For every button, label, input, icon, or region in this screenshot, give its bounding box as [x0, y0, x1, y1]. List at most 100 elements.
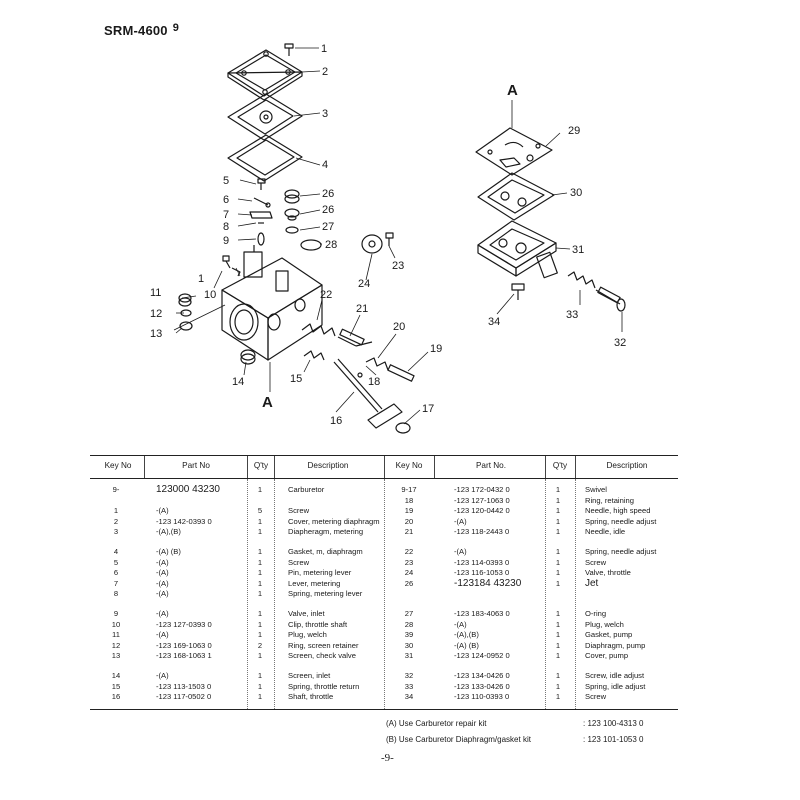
small-screw-part: [257, 43, 294, 190]
callout-6: 6: [223, 194, 229, 206]
cell-p2: -123 110-0393 0: [454, 692, 510, 702]
cell-d1: Carburetor: [288, 485, 325, 494]
cell-p1: -(A),(B): [156, 527, 181, 537]
cell-k2: 33: [404, 681, 414, 691]
cell-k2: 20: [404, 516, 414, 526]
callout-33: 33: [566, 309, 578, 321]
metering-lever-stack: [249, 197, 273, 246]
cell-p1: -123 168-1063 1: [156, 651, 212, 661]
cell-q1: 2: [257, 640, 263, 650]
cell-k1: 6: [113, 568, 119, 578]
cell-q1: 1: [257, 557, 263, 567]
callout-labels: 1 2 3 4 5 6 7 8 9 10 11 12 13 14 15 16 1…: [150, 43, 626, 427]
header-description: Description: [307, 461, 349, 470]
note-code: : 123 101-1053 0: [583, 735, 644, 744]
cell-d1: Pin, metering lever: [288, 568, 352, 578]
kit-label-a: A: [507, 82, 518, 99]
cell-q2: 1: [555, 692, 561, 702]
cell-d1: Screw: [288, 557, 310, 567]
cell-q1: 1: [257, 527, 263, 537]
cell-q2: 1: [555, 578, 561, 588]
callout-32: 32: [614, 337, 626, 349]
cell-p1: -123 117-0502 0: [156, 692, 212, 702]
callout-26: 26: [322, 204, 334, 216]
throttle-valve-disc: [361, 232, 394, 254]
cell-k1: 8: [113, 589, 119, 599]
cell-p2: -123184 43230: [454, 577, 522, 589]
cell-d2: Gasket, pump: [585, 630, 633, 640]
cell-k1: 14: [111, 671, 121, 680]
cell-q1: 1: [257, 609, 263, 618]
header-key-no: Key No: [104, 461, 132, 470]
cell-d2: Plug, welch: [585, 619, 624, 629]
cell-k2: 21: [404, 527, 414, 537]
cell-d1: Lever, metering: [288, 578, 341, 588]
cell-k2: 24: [404, 568, 414, 578]
callout-4: 4: [322, 159, 328, 171]
header-part-no: Part No: [182, 461, 210, 470]
callout-27: 27: [322, 221, 334, 233]
callout-16: 16: [330, 415, 342, 427]
cell-d2: O-ring: [585, 609, 607, 618]
cell-p1: -(A): [156, 506, 169, 516]
cell-d2: Screw, idle adjust: [585, 671, 645, 680]
cell-q2: 1: [555, 671, 561, 680]
cell-d1: Valve, inlet: [288, 609, 325, 618]
cell-k2: 23: [404, 557, 414, 567]
callout-12: 12: [150, 308, 162, 320]
cell-p1: -(A): [156, 589, 169, 599]
cell-p1: -123 113-1503 0: [156, 681, 212, 691]
cell-p1: -123 142-0393 0: [156, 516, 212, 526]
cell-p1: -(A): [156, 557, 169, 567]
cell-q1: 1: [257, 651, 263, 661]
cell-p2: -123 127-1063 0: [454, 495, 510, 505]
cell-k1: 1: [113, 506, 119, 516]
cell-d2: Spring, needle adjust: [585, 547, 657, 556]
cell-q2: 1: [555, 516, 561, 526]
cell-k2: 32: [404, 671, 414, 680]
note-repair-kit: (A) Use Carburetor repair kit : 123 100-…: [386, 716, 786, 732]
callout-7: 7: [223, 209, 229, 221]
cell-p1: -(A): [156, 568, 169, 578]
cell-q1: 1: [257, 589, 263, 599]
assembly-label-a: A: [262, 394, 273, 411]
callout-29: 29: [568, 125, 580, 137]
jet-and-o-ring: [284, 189, 322, 251]
cell-q1: 1: [257, 516, 263, 526]
callout-22: 22: [320, 289, 332, 301]
callout-15: 15: [290, 373, 302, 385]
cell-q2: 1: [555, 640, 561, 650]
callout-25: 26: [322, 188, 334, 200]
cell-q1: 1: [257, 681, 263, 691]
kit-notes: (A) Use Carburetor repair kit : 123 100-…: [386, 716, 786, 748]
cell-d2: Needle, high speed: [585, 506, 651, 516]
cell-d1: Diapheragm, metering: [288, 527, 364, 537]
cell-k2: 18: [404, 495, 414, 505]
callout-5: 5: [223, 175, 229, 187]
leader-lines: [173, 47, 623, 425]
cell-k2: 28: [404, 619, 414, 629]
cell-q1: 1: [257, 671, 263, 680]
cell-k2: 27: [404, 609, 414, 618]
note-label: (B) Use Carburetor Diaphragm/gasket kit: [386, 735, 531, 744]
cell-d1: Cover, metering diaphragm: [288, 516, 380, 526]
note-code: : 123 100-4313 0: [583, 719, 644, 728]
pump-gasket-part: [475, 127, 553, 176]
cell-p2: -123 172-0432 0: [454, 485, 510, 494]
header-part-no-2: Part No.: [475, 461, 507, 470]
cell-k1: 10: [111, 619, 121, 629]
header-description-2: Description: [606, 461, 648, 470]
model-name: SRM-4600: [104, 23, 168, 38]
callout-21: 21: [356, 303, 368, 315]
cell-k1: 11: [112, 630, 120, 640]
cell-k2: 9-17: [401, 485, 417, 494]
carburetor-body: [221, 245, 323, 361]
